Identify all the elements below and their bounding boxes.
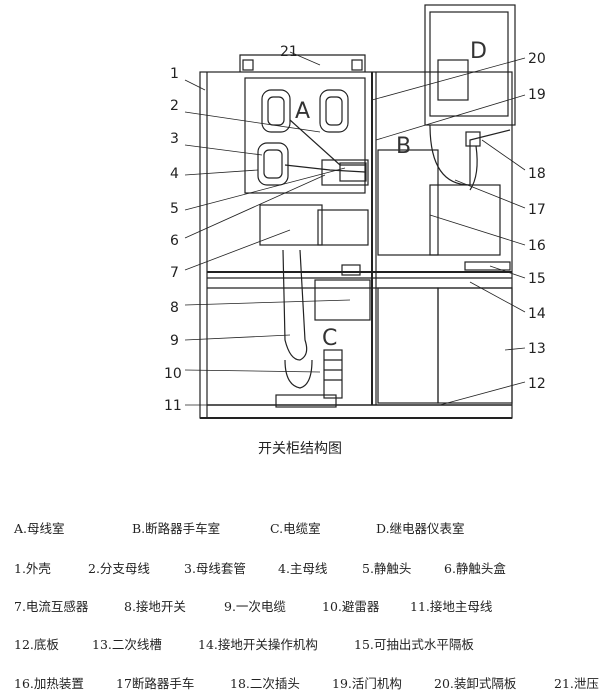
- callout-7: 7: [170, 265, 179, 281]
- callout-12: 12: [528, 376, 546, 392]
- legend-item: B.断路器手车室: [132, 521, 221, 536]
- legend-item: C.电缆室: [270, 521, 321, 536]
- callout-5: 5: [170, 201, 179, 217]
- callout-10: 10: [164, 366, 182, 382]
- legend-item: 13.二次线槽: [92, 637, 162, 652]
- legend-item: 6.静触头盒: [444, 561, 506, 576]
- zone-label-c: C: [322, 326, 337, 351]
- legend-row-3: 12.底板 13.二次线槽 14.接地开关操作机构 15.可抽出式水平隔板: [14, 634, 600, 654]
- legend-item: 19.活门机构: [332, 676, 402, 691]
- callout-17: 17: [528, 202, 546, 218]
- legend-item: 9.一次电缆: [224, 599, 286, 614]
- callout-4: 4: [170, 166, 179, 182]
- legend-item: 2.分支母线: [88, 561, 150, 576]
- diagram-caption: 开关柜结构图: [258, 441, 342, 457]
- callout-8: 8: [170, 300, 179, 316]
- callout-13: 13: [528, 341, 546, 357]
- callout-20: 20: [528, 51, 546, 67]
- callout-15: 15: [528, 271, 546, 287]
- cable-room-box: [377, 287, 439, 404]
- legend-item: 7.电流互感器: [14, 599, 89, 614]
- callout-14: 14: [528, 306, 546, 322]
- breaker-truck-box: [377, 149, 439, 256]
- legend-item: 4.主母线: [278, 561, 328, 576]
- callout-11: 11: [164, 398, 182, 414]
- legend-row-4: 16.加热装置 17断路器手车 18.二次插头 19.活门机构 20.装卸式隔板…: [14, 673, 600, 693]
- callout-6: 6: [170, 233, 179, 249]
- legend-row-2: 7.电流互感器 8.接地开关 9.一次电缆 10.避雷器 11.接地主母线: [14, 596, 600, 616]
- legend-item: 3.母线套管: [184, 561, 246, 576]
- relay-room-box: [424, 4, 516, 126]
- callout-1: 1: [170, 66, 179, 82]
- callout-18: 18: [528, 166, 546, 182]
- legend-item: 17断路器手车: [116, 676, 195, 691]
- legend-item: 15.可抽出式水平隔板: [354, 637, 474, 652]
- callout-21: 21: [280, 44, 298, 60]
- legend-item: A.母线室: [14, 521, 65, 536]
- legend-row-1: 1.外壳 2.分支母线 3.母线套管 4.主母线 5.静触头 6.静触头盒: [14, 558, 600, 578]
- legend-item: D.继电器仪表室: [376, 521, 465, 536]
- callout-9: 9: [170, 333, 179, 349]
- legend-item: 16.加热装置: [14, 676, 84, 691]
- legend-item: 14.接地开关操作机构: [198, 637, 318, 652]
- legend-item: 1.外壳: [14, 561, 51, 576]
- callout-2: 2: [170, 98, 179, 114]
- legend-item: 10.避雷器: [322, 599, 380, 614]
- callout-19: 19: [528, 87, 546, 103]
- zone-label-a: A: [295, 99, 310, 124]
- legend-item: 8.接地开关: [124, 599, 186, 614]
- legend-item: 20.装卸式隔板: [434, 676, 517, 691]
- zone-label-d: D: [470, 39, 487, 64]
- legend-item: 11.接地主母线: [410, 599, 493, 614]
- switchgear-structure-diagram: A B C D 1 2 3 4 5 6 7 8 9 10 11 12 13 14…: [164, 4, 546, 419]
- busbar-room-box: [244, 77, 366, 194]
- callout-3: 3: [170, 131, 179, 147]
- legend-item: 18.二次插头: [230, 676, 300, 691]
- callout-16: 16: [528, 238, 546, 254]
- legend-item: 12.底板: [14, 637, 59, 652]
- legend-item: 5.静触头: [362, 561, 412, 576]
- legend-item: 21.泄压: [554, 676, 599, 691]
- legend-row-zones: A.母线室 B.断路器手车室 C.电缆室 D.继电器仪表室: [14, 518, 600, 538]
- zone-label-b: B: [396, 134, 411, 159]
